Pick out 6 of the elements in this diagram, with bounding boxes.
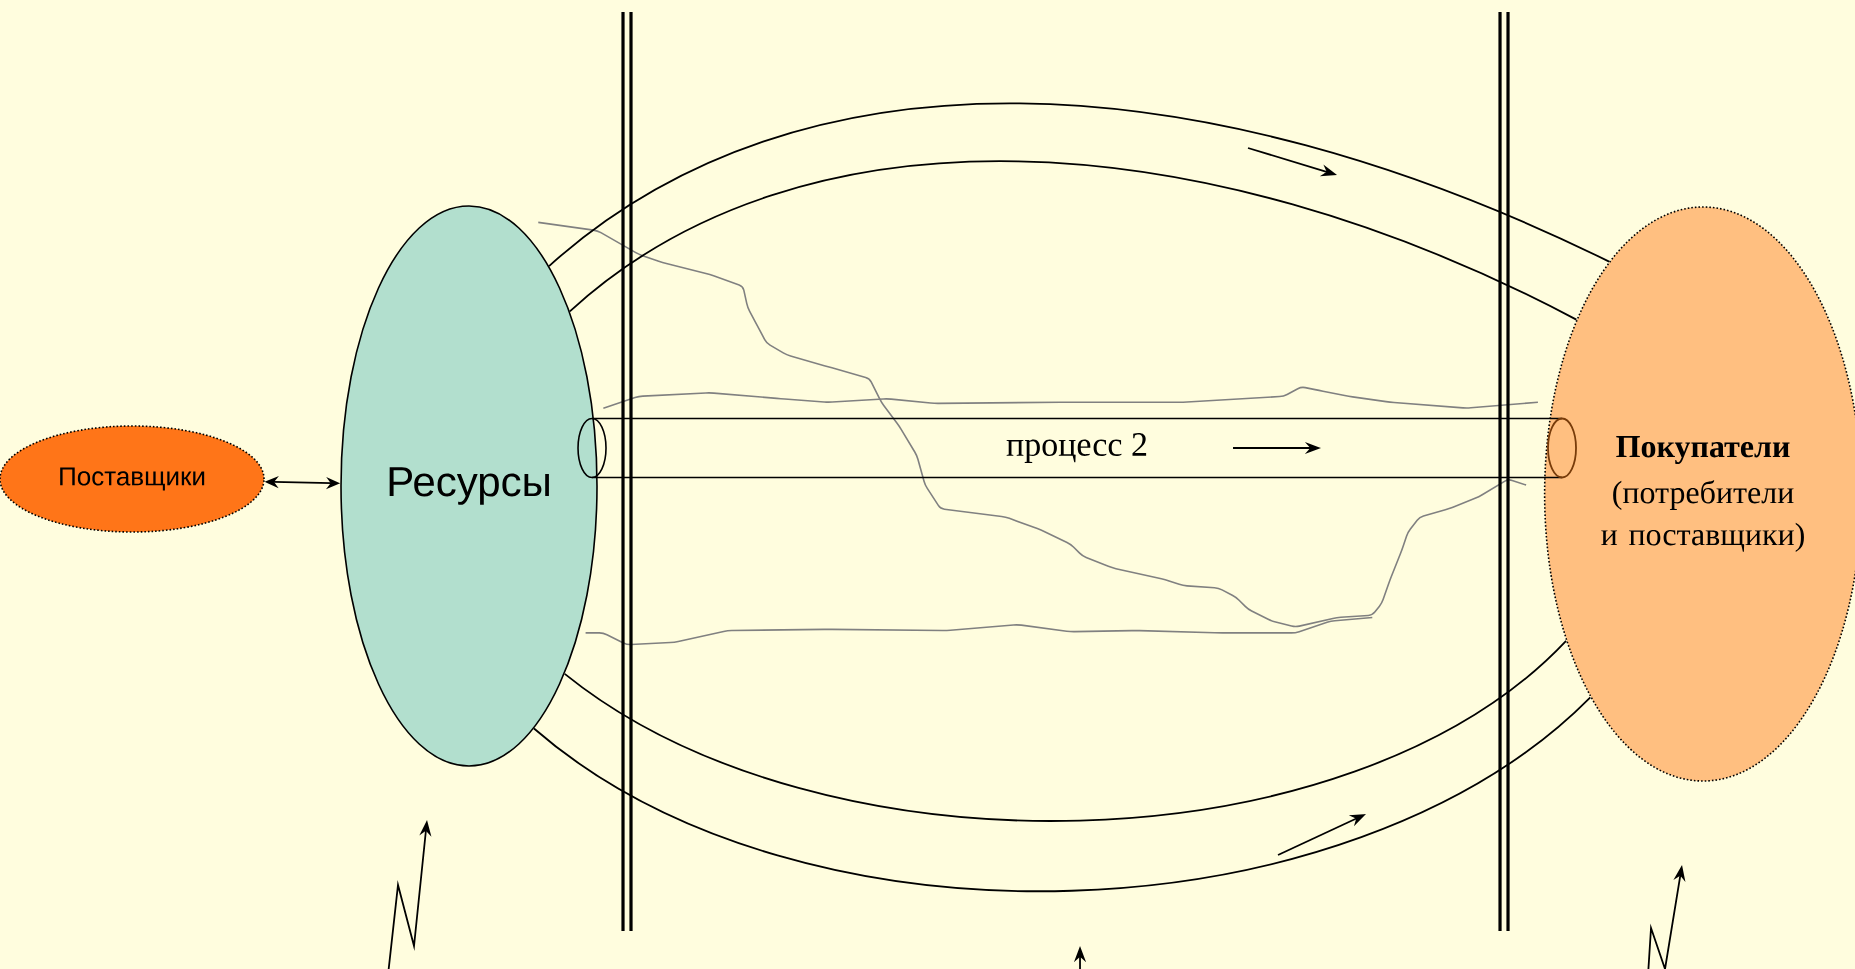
process-tube: процесс 2 (577, 417, 1577, 479)
channel-line (533, 696, 1592, 892)
channel-line (568, 160, 1578, 321)
node-label: процесс 2 (1006, 433, 1147, 463)
channel-line (548, 102, 1611, 267)
channel-line (563, 639, 1567, 822)
